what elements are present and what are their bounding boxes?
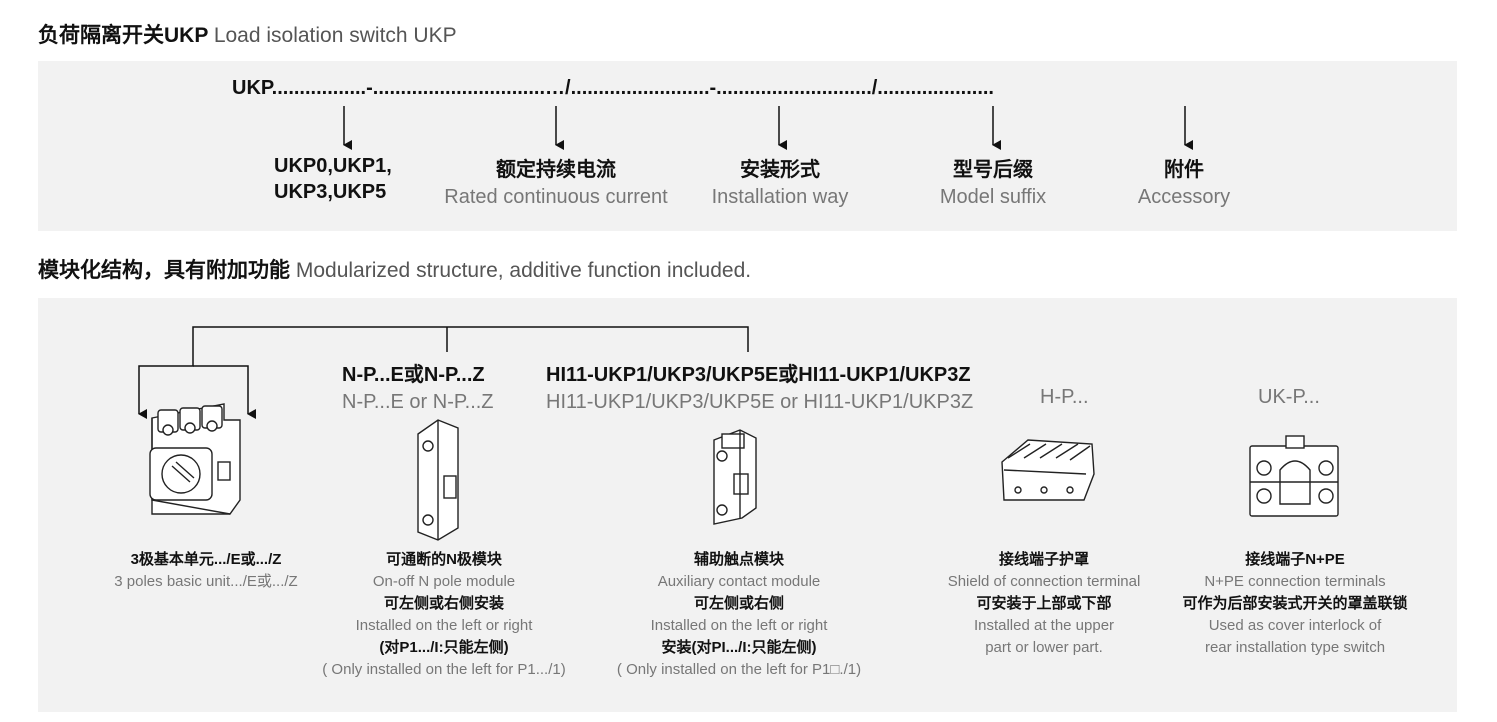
field-accessory-cn: 附件 [1164,159,1204,181]
field-current: 额定持续电流 Rated continuous current [426,153,686,209]
field-type: UKP0,UKP1, UKP3,UKP5 [274,153,392,205]
title2-cn: 模块化结构，具有附加功能 [38,259,290,282]
module-hi-cn: HI11-UKP1/UKP3/UKP5E或HI11-UKP1/UKP3Z [546,364,971,386]
field-install: 安装形式 Installation way [680,153,880,209]
n-pole-module-icon [417,419,459,541]
caption-aux-line2: Auxiliary contact module [657,573,821,590]
caption-npe: 接线端子N+PE N+PE connection terminals 可作为后部… [1160,549,1430,659]
caption-shield-line4: Installed at the upper [973,617,1115,634]
caption-aux-line4: Installed on the left or right [650,617,828,634]
caption-n-line6: ( Only installed on the left for P1.../1… [322,661,566,678]
caption-shield: 接线端子护罩 Shield of connection terminal 可安装… [924,549,1164,659]
model-code-panel [38,61,1457,231]
caption-aux-line1: 辅助触点模块 [693,551,784,568]
module-hp-title: H-P... [1040,386,1089,408]
field-current-en: Rated continuous current [444,186,668,208]
field-current-cn: 额定持续电流 [496,159,616,181]
caption-npe-line1: 接线端子N+PE [1245,551,1345,568]
aux-contact-module-icon [713,429,757,525]
module-n-title: N-P...E或N-P...Z N-P...E or N-P...Z [342,358,494,414]
caption-n-line3: 可左侧或右侧安装 [383,595,504,612]
model-code-line: UKP.................-...................… [232,77,994,99]
caption-npe-line2: N+PE connection terminals [1204,573,1386,590]
section-title-load-isolation: 负荷隔离开关UKP Load isolation switch UKP [38,19,457,49]
caption-npe-line4: Used as cover interlock of [1208,617,1382,634]
caption-n-line4: Installed on the left or right [355,617,533,634]
caption-shield-line5: part or lower part. [985,639,1103,656]
npe-terminal-icon [1249,435,1339,517]
field-suffix-cn: 型号后缀 [953,159,1033,181]
connector-bracket [138,326,749,419]
caption-basic-en: 3 poles basic unit.../E或.../Z [114,573,298,590]
title2-en: Modularized structure, additive function… [295,259,752,282]
field-suffix-en: Model suffix [939,186,1047,208]
caption-shield-line3: 可安装于上部或下部 [976,595,1112,612]
caption-npe-line5: rear installation type switch [1204,639,1386,656]
caption-basic-cn: 3极基本单元.../E或.../Z [130,551,282,568]
caption-aux-line5: 安装(对PI.../I:只能左侧) [661,639,817,656]
caption-aux-contact: 辅助触点模块 Auxiliary contact module 可左侧或右侧 I… [594,549,884,681]
module-hi-en: HI11-UKP1/UKP3/UKP5E or HI11-UKP1/UKP3Z [546,391,974,413]
caption-n-line2: On-off N pole module [372,573,516,590]
section-title-modular: 模块化结构，具有附加功能 Modularized structure, addi… [38,254,751,284]
caption-n-line5: (对P1.../I:只能左侧) [379,639,509,656]
terminal-shield-icon [1001,439,1095,501]
caption-basic-unit: 3极基本单元.../E或.../Z 3 poles basic unit.../… [96,549,316,593]
caption-aux-line3: 可左侧或右侧 [693,595,784,612]
module-n-cn: N-P...E或N-P...Z [342,364,485,386]
module-hi-title: HI11-UKP1/UKP3/UKP5E或HI11-UKP1/UKP3Z HI1… [546,358,973,414]
basic-unit-icon [149,403,241,515]
field-type-line2: UKP3,UKP5 [274,181,387,203]
field-suffix: 型号后缀 Model suffix [903,153,1083,209]
field-accessory-en: Accessory [1137,186,1231,208]
field-install-en: Installation way [711,186,849,208]
field-type-line1: UKP0,UKP1, [274,155,392,177]
caption-shield-line2: Shield of connection terminal [947,573,1141,590]
caption-n-pole: 可通断的N极模块 On-off N pole module 可左侧或右侧安装 I… [302,549,586,681]
module-ukp-title: UK-P... [1258,386,1320,408]
module-n-en: N-P...E or N-P...Z [342,391,494,413]
caption-n-line1: 可通断的N极模块 [386,551,502,568]
caption-shield-line1: 接线端子护罩 [998,551,1089,568]
field-accessory: 附件 Accessory [1104,153,1264,209]
caption-npe-line3: 可作为后部安装式开关的罩盖联锁 [1182,595,1408,612]
field-install-cn: 安装形式 [740,159,820,181]
title-cn: 负荷隔离开关UKP [38,24,208,47]
caption-aux-line6: ( Only installed on the left for P1□./1) [616,661,862,678]
title-en: Load isolation switch UKP [213,24,457,47]
